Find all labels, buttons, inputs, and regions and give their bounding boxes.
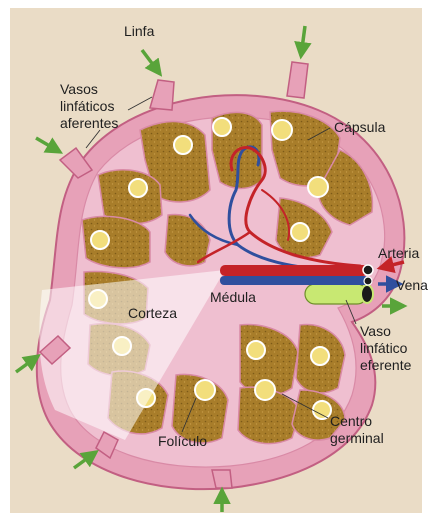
label-arteria: Arteria	[378, 245, 419, 261]
follicle	[291, 223, 309, 241]
follicle	[308, 177, 328, 197]
label-vasos-line3: aferentes	[60, 115, 118, 131]
vein-opening	[364, 277, 372, 285]
follicle	[129, 179, 147, 197]
efferent-vessel-opening	[361, 285, 373, 303]
label-vaso-eferente-line3: eferente	[360, 357, 412, 373]
follicle	[91, 231, 109, 249]
label-vena: Vena	[396, 277, 428, 293]
follicle	[311, 347, 329, 365]
follicle	[247, 341, 265, 359]
label-vaso-eferente-line2: linfático	[360, 340, 408, 356]
label-vasos-line2: linfáticos	[60, 98, 114, 114]
follicle	[313, 401, 331, 419]
label-linfa: Linfa	[124, 23, 155, 39]
label-medula: Médula	[210, 289, 256, 305]
artery-opening	[363, 265, 373, 275]
label-foliculo: Folículo	[158, 433, 207, 449]
follicle	[255, 380, 275, 400]
efferent-vessel	[305, 284, 367, 304]
follicle	[213, 118, 231, 136]
label-vasos-line1: Vasos	[60, 81, 98, 97]
follicle	[272, 120, 292, 140]
lobule-5	[98, 170, 162, 224]
follicle	[174, 136, 192, 154]
label-vaso-eferente-line1: Vaso	[360, 323, 391, 339]
label-centro-line2: germinal	[330, 430, 384, 446]
afferent-vessel	[212, 470, 232, 488]
label-centro-line1: Centro	[330, 413, 372, 429]
artery-trunk	[220, 265, 368, 276]
label-corteza: Corteza	[128, 305, 177, 321]
follicle	[195, 380, 215, 400]
label-capsula: Cápsula	[334, 119, 386, 135]
vein-trunk	[220, 276, 368, 285]
